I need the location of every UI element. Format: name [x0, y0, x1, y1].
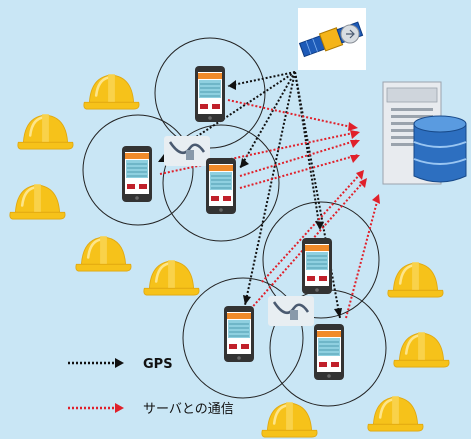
smartphone-icon	[223, 305, 255, 363]
smartphone-icon	[205, 157, 237, 215]
server-link	[345, 197, 379, 319]
arrowhead	[350, 140, 360, 148]
server-link	[159, 131, 359, 175]
gps-link	[294, 71, 341, 319]
arrowhead	[350, 155, 360, 163]
legend-server-arrowhead	[115, 403, 124, 413]
server-link	[239, 139, 359, 177]
gps-link	[294, 71, 321, 231]
arrowhead	[240, 158, 249, 168]
arrowhead	[348, 122, 358, 131]
arrowhead	[243, 295, 251, 305]
coverage-circle	[182, 277, 304, 399]
coverage-circle	[162, 124, 280, 242]
server-arrowheads	[348, 122, 380, 204]
arrowhead	[350, 130, 360, 139]
gps-arrowheads	[158, 80, 342, 318]
server-link	[261, 171, 363, 283]
arrowhead	[356, 170, 364, 180]
lanyard-icon	[162, 134, 212, 168]
arrowhead	[372, 194, 380, 204]
gps-link	[239, 71, 296, 169]
smartphone-icon	[121, 145, 153, 203]
smartphone-icon	[194, 65, 226, 123]
legend: GPS サーバとの通信	[68, 357, 234, 417]
satellite-icon	[298, 8, 366, 70]
legend-server-label: サーバとの通信	[143, 402, 234, 417]
smartphone-icon	[301, 237, 333, 295]
lanyard-icon	[266, 294, 316, 328]
gps-link	[227, 71, 296, 87]
arrowhead	[359, 178, 367, 188]
coverage-circle	[262, 201, 380, 319]
legend-gps-arrowhead	[115, 358, 124, 368]
server-link	[227, 99, 357, 129]
arrowhead	[334, 308, 342, 318]
legend-gps-label: GPS	[143, 357, 173, 372]
database-icon	[413, 115, 467, 183]
smartphone-icon	[313, 323, 345, 381]
arrowhead	[228, 80, 236, 90]
arrowhead	[315, 221, 324, 230]
server-link	[239, 154, 359, 189]
coverage-circle	[82, 114, 194, 226]
